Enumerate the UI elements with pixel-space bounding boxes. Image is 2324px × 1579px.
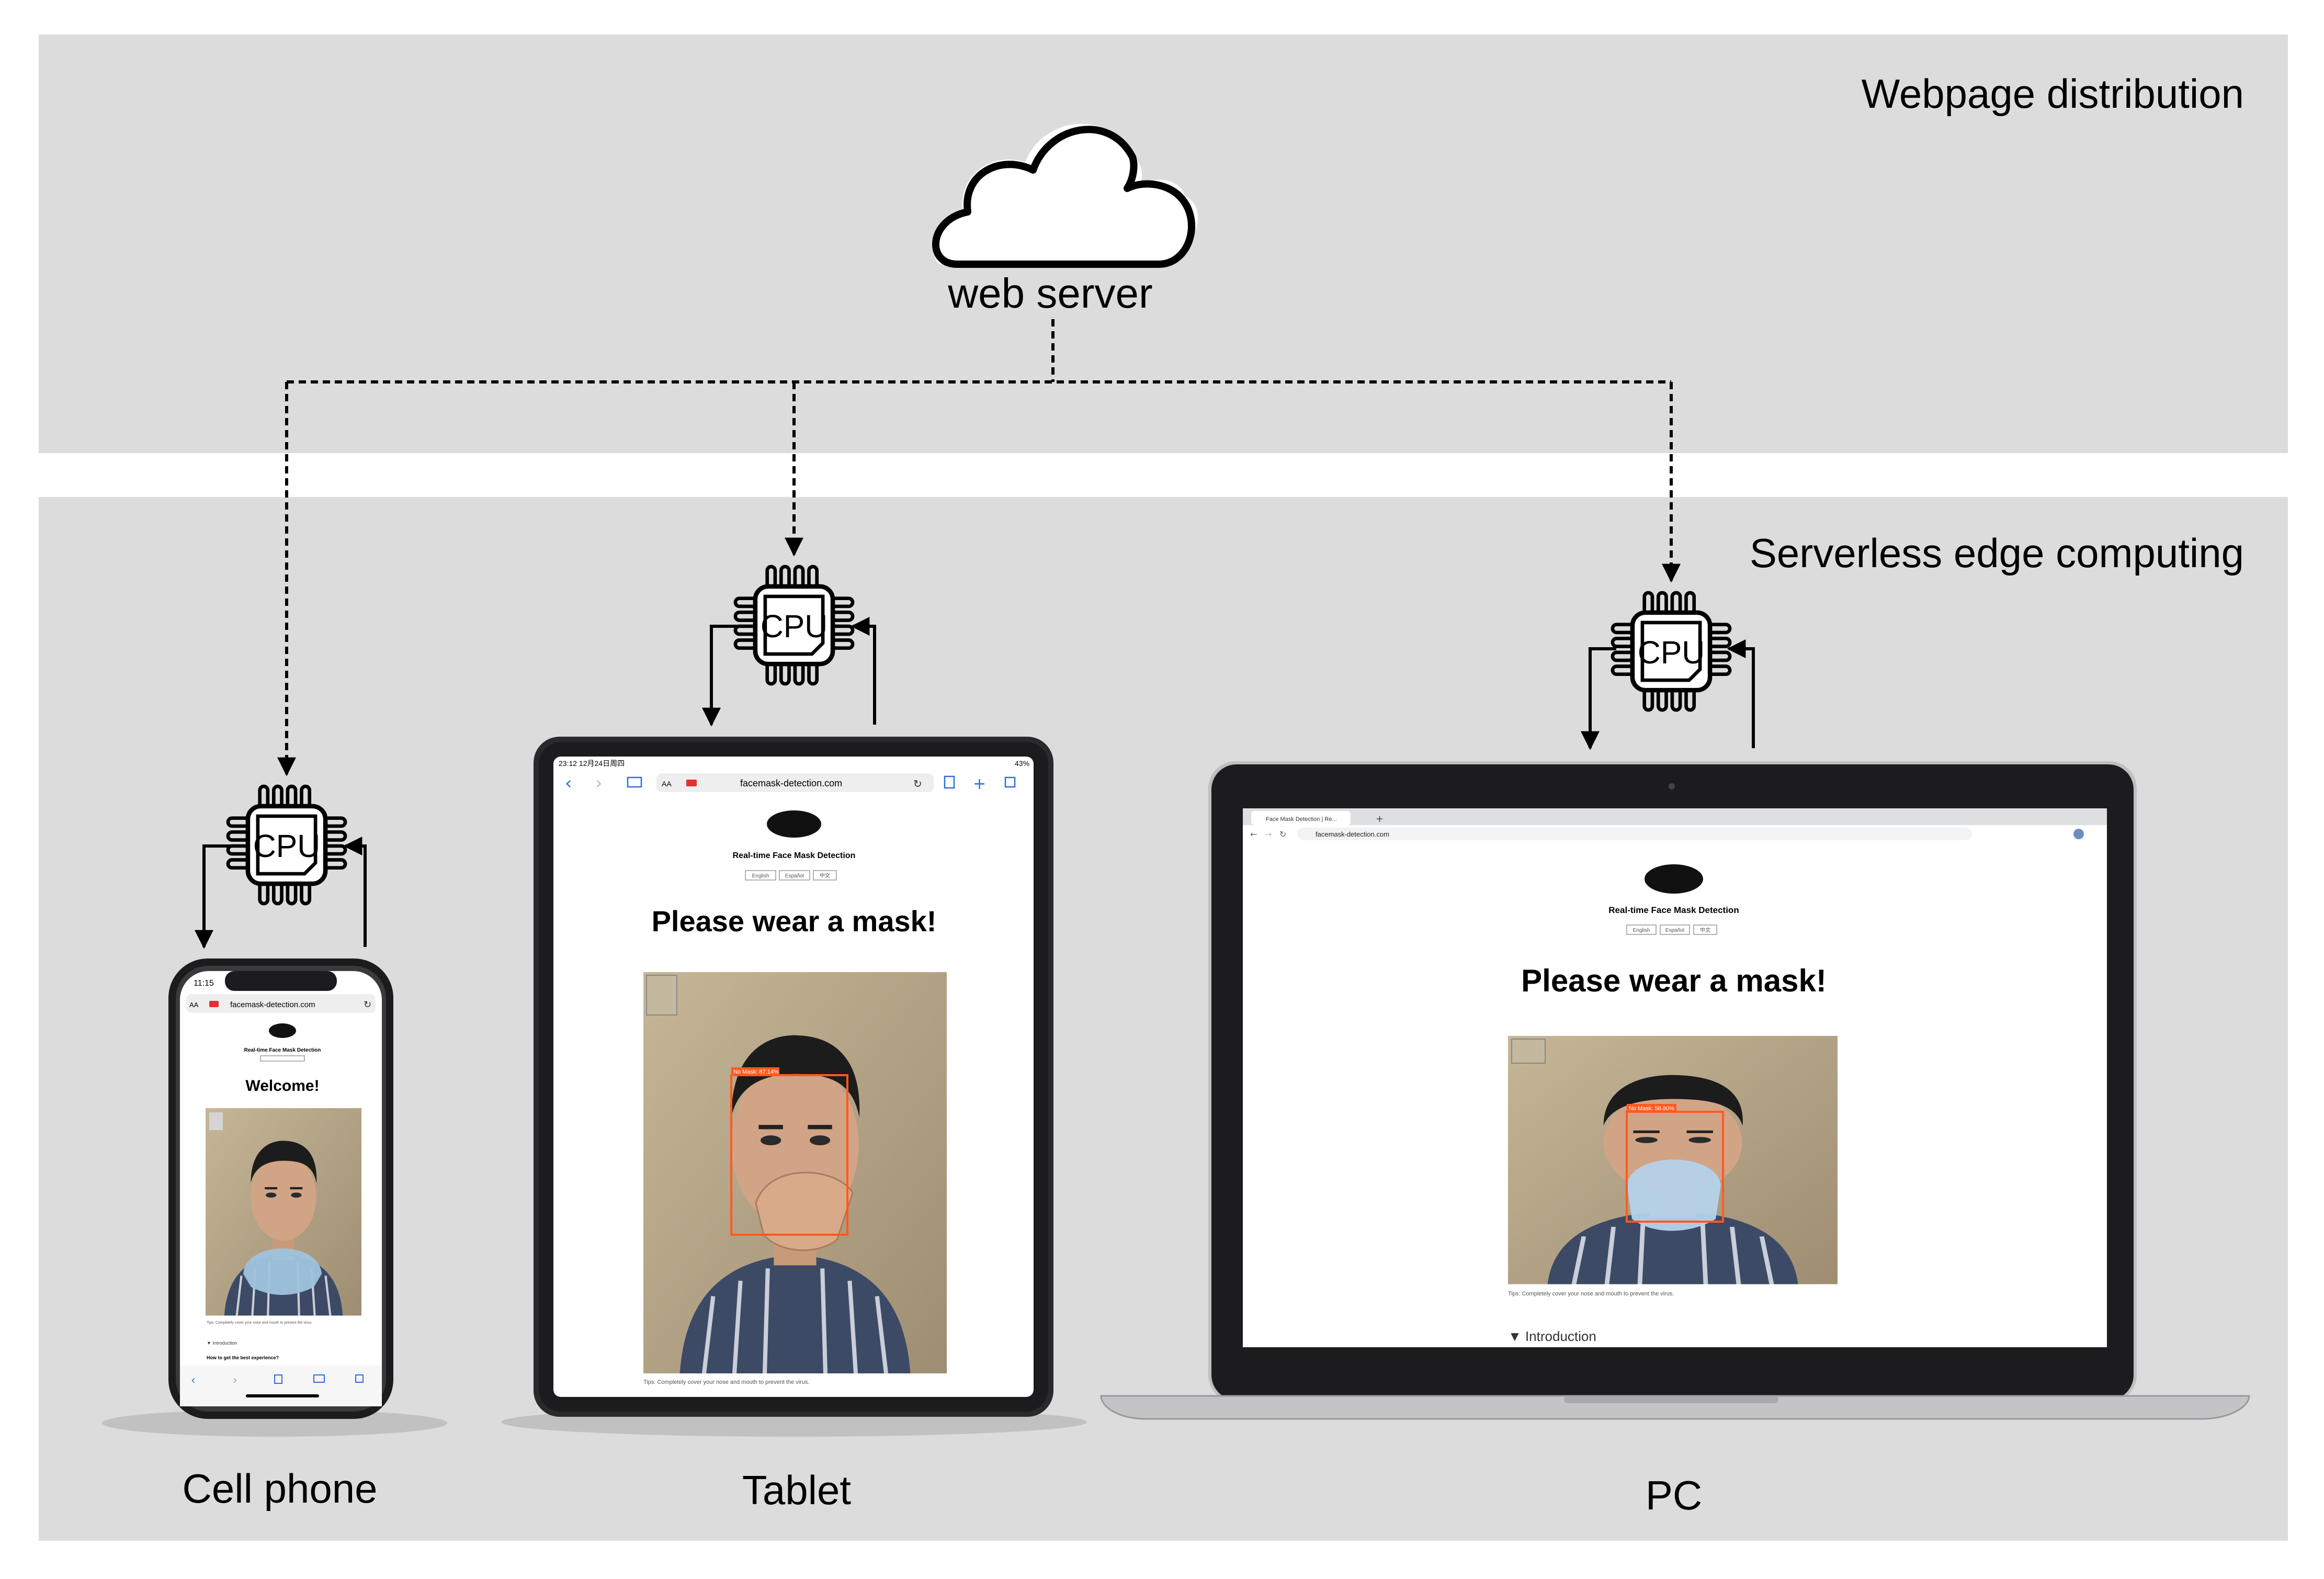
pc-new-tab-icon[interactable]: + — [1376, 814, 1384, 825]
pc-language-buttons: English Español 中文 — [1626, 924, 1717, 935]
tablet-cpu-icon: CPU — [735, 567, 853, 684]
tablet-lang-english[interactable] — [745, 870, 776, 881]
tablet-camera-icon — [686, 780, 697, 786]
tablet-tabs-icon[interactable] — [1004, 776, 1016, 788]
bottom-panel-title: Serverless edge computing — [1750, 530, 2244, 576]
pc-thumbnail — [1511, 1039, 1546, 1064]
web-server-label: web server — [947, 270, 1152, 317]
phone-back-icon[interactable]: ‹ — [191, 1374, 196, 1387]
tablet-status-time: 23:12 12月24日周四 — [559, 759, 625, 768]
cell-phone-device: 11:15 AA facemask-detection.com ↻ Real-t… — [102, 958, 447, 1437]
phone-camera-icon — [209, 1001, 219, 1007]
phone-introduction[interactable]: ▼ Introduction — [207, 1340, 237, 1346]
tablet-back-icon[interactable]: ‹ — [565, 773, 572, 794]
svg-text:English: English — [1633, 928, 1650, 933]
svg-text:中文: 中文 — [820, 872, 830, 879]
tablet-device: 23:12 12月24日周四 43% ‹ › AA facemask-detec… — [501, 737, 1087, 1437]
top-panel-title: Webpage distribution — [1862, 71, 2244, 117]
svg-text:Español: Español — [785, 873, 804, 879]
tablet-headline: Please wear a mask! — [652, 905, 937, 938]
pc-lang-chinese[interactable] — [1693, 924, 1717, 935]
pc-back-icon[interactable]: ← — [1250, 829, 1257, 839]
pc-device: Face Mask Detection | Re... + ← → ↻ face… — [1100, 761, 2250, 1420]
tablet-label: Tablet — [742, 1467, 851, 1513]
tablet-detection-box — [730, 1074, 848, 1236]
pc-site-title: Real-time Face Mask Detection — [1608, 905, 1739, 915]
phone-bookmarks-icon[interactable] — [313, 1374, 325, 1383]
pc-profile-avatar[interactable] — [2073, 829, 2084, 839]
cloud-icon — [932, 123, 1198, 268]
svg-text:English: English — [752, 873, 769, 879]
phone-site-title: Real-time Face Mask Detection — [244, 1047, 321, 1053]
tablet-lang-espanol[interactable] — [779, 870, 810, 881]
phone-tabs-icon[interactable] — [355, 1374, 364, 1383]
svg-text:中文: 中文 — [1700, 927, 1710, 933]
phone-reload-icon[interactable]: ↻ — [364, 999, 371, 1010]
phone-best-experience: How to get the best experience? — [207, 1355, 279, 1360]
pc-forward-icon[interactable]: → — [1265, 829, 1272, 839]
pc-reload-icon[interactable]: ↻ — [1279, 829, 1286, 839]
pc-label: PC — [1646, 1472, 1702, 1518]
pc-cpu-icon: CPU — [1613, 593, 1730, 710]
distribution-lines — [277, 319, 1681, 776]
tablet-url-bar[interactable]: facemask-detection.com — [740, 778, 842, 788]
tablet-thumbnail — [646, 975, 677, 1016]
tablet-bookmarks-icon[interactable] — [627, 776, 642, 788]
svg-text:CPU: CPU — [1638, 635, 1705, 670]
tablet-forward-icon[interactable]: › — [595, 773, 603, 794]
pc-browser-tab[interactable]: Face Mask Detection | Re... — [1266, 816, 1337, 822]
phone-tips: Tips: Completely cover your nose and mou… — [207, 1321, 312, 1325]
pc-lang-espanol[interactable] — [1660, 924, 1690, 935]
tablet-detection-label: No Mask: 87.14% — [733, 1069, 779, 1075]
svg-text:Español: Español — [1665, 928, 1684, 933]
phone-forward-icon[interactable]: › — [233, 1374, 237, 1387]
tablet-mask-logo — [767, 810, 821, 838]
pc-detection-label: No Mask: 58.80% — [1629, 1106, 1674, 1112]
pc-mask-logo — [1645, 864, 1703, 894]
tablet-new-tab-icon[interactable]: + — [973, 775, 986, 793]
tablet-aa-button[interactable]: AA — [662, 780, 672, 788]
phone-cpu-icon: CPU — [228, 786, 345, 904]
pc-tips: Tips: Completely cover your nose and mou… — [1508, 1291, 1674, 1297]
svg-text:CPU: CPU — [253, 828, 320, 864]
pc-headline: Please wear a mask! — [1521, 963, 1827, 998]
pc-introduction[interactable]: ▼ Introduction — [1508, 1328, 1596, 1344]
tablet-language-buttons: English Español 中文 — [745, 870, 837, 881]
phone-url-bar[interactable]: facemask-detection.com — [230, 1000, 315, 1009]
tablet-reload-icon[interactable]: ↻ — [913, 777, 922, 790]
tablet-tips: Tips: Completely cover your nose and mou… — [643, 1379, 810, 1385]
tablet-battery: 43% — [1015, 759, 1029, 768]
tablet-lang-chinese[interactable] — [813, 870, 837, 881]
phone-share-icon[interactable] — [274, 1374, 282, 1384]
pc-lang-english[interactable] — [1626, 924, 1657, 935]
phone-aa-button[interactable]: AA — [189, 1001, 199, 1009]
pc-url-bar[interactable]: facemask-detection.com — [1316, 830, 1389, 838]
cell-phone-label: Cell phone — [183, 1465, 378, 1512]
phone-status-time: 11:15 — [194, 979, 214, 988]
compute-arrows — [195, 617, 1755, 949]
phone-mask-logo — [269, 1023, 296, 1038]
tablet-site-title: Real-time Face Mask Detection — [733, 851, 856, 860]
phone-headline: Welcome! — [245, 1077, 319, 1095]
svg-text:CPU: CPU — [761, 608, 827, 644]
tablet-share-icon[interactable] — [944, 775, 955, 789]
